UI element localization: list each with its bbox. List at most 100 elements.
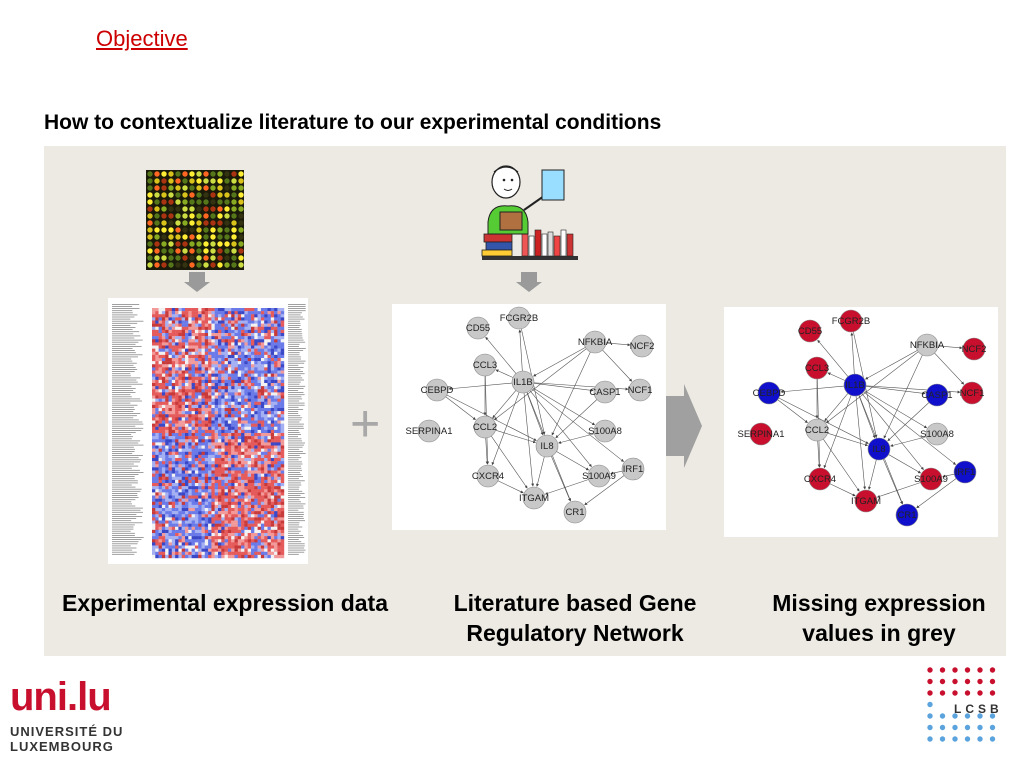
network-edge xyxy=(448,382,513,391)
network-edge xyxy=(858,395,876,439)
network-node xyxy=(839,309,863,333)
network-node-label: FCGR2B xyxy=(500,313,539,324)
network-node xyxy=(854,489,878,513)
network-edge xyxy=(485,336,517,374)
network-node xyxy=(417,419,441,443)
network-node-label: CASP1 xyxy=(921,390,952,401)
network-edge xyxy=(883,354,923,439)
network-node-label: S100A9 xyxy=(914,474,948,485)
network-node xyxy=(535,434,559,458)
network-node xyxy=(473,353,497,377)
network-edge xyxy=(824,393,849,422)
lcsb-dot xyxy=(927,678,933,685)
network-edge xyxy=(942,473,955,478)
network-node xyxy=(425,378,449,402)
network-edge xyxy=(887,402,930,442)
network-node xyxy=(960,381,984,405)
network-node-label: CEBPD xyxy=(753,388,786,399)
network-node xyxy=(749,422,773,446)
lcsb-dot xyxy=(927,713,933,719)
network-node-label: CCL3 xyxy=(805,363,829,374)
right-arrow-icon xyxy=(666,384,702,468)
network-node-label: CCL2 xyxy=(805,425,829,436)
lcsb-dot xyxy=(952,736,958,742)
network-edge xyxy=(826,351,919,423)
objective-title: Objective xyxy=(96,26,188,51)
lcsb-dot xyxy=(989,667,996,673)
network-node xyxy=(925,422,949,446)
network-node xyxy=(805,418,829,442)
network-node xyxy=(507,306,531,330)
network-edge xyxy=(778,397,869,444)
network-edge xyxy=(584,475,625,506)
lcsb-dot xyxy=(964,667,971,673)
down-arrow-icon xyxy=(184,272,210,292)
network-node-label: IRF1 xyxy=(955,467,976,478)
network-node-label: S100A8 xyxy=(588,426,622,437)
network-node xyxy=(563,500,587,524)
network-node xyxy=(757,381,781,405)
microarray-image xyxy=(146,170,244,270)
lcsb-dot xyxy=(989,678,996,685)
network-edge xyxy=(531,388,624,462)
university-name-line1: UNIVERSITÉ DU xyxy=(10,724,124,739)
lcsb-label: LCSB xyxy=(954,702,1003,716)
network-node-label: IL1B xyxy=(845,380,865,391)
network-edge xyxy=(558,433,595,444)
network-node-label: CCL3 xyxy=(473,360,497,371)
lcsb-dot xyxy=(964,713,971,719)
network-node-label: CEBPD xyxy=(421,385,454,396)
network-edge xyxy=(492,390,517,419)
network-node-label: CR1 xyxy=(565,507,584,518)
lcsb-dot xyxy=(939,690,946,696)
network-node-label: S100A8 xyxy=(920,429,954,440)
network-edge xyxy=(497,480,524,494)
network-node-label: CXCR4 xyxy=(472,471,504,482)
network-edge xyxy=(865,386,926,395)
lcsb-dot xyxy=(977,724,983,731)
network-edge xyxy=(937,345,963,350)
network-edge xyxy=(494,348,587,420)
network-edge xyxy=(555,399,598,439)
lcsb-dot xyxy=(977,667,983,673)
network-node xyxy=(630,334,654,358)
network-node xyxy=(476,464,500,488)
lcsb-dot xyxy=(927,701,933,708)
network-edge xyxy=(780,385,845,394)
lcsb-dot xyxy=(952,667,958,673)
network-edge xyxy=(864,390,928,429)
network-node xyxy=(953,460,977,484)
slide-subtitle: How to contextualize literature to our e… xyxy=(44,111,662,134)
network-node-label: IL1B xyxy=(513,377,533,388)
network-node-label: NCF2 xyxy=(630,341,655,352)
network-edge xyxy=(865,350,918,380)
lcsb-dot xyxy=(952,690,958,696)
network-edge xyxy=(934,352,965,385)
lcsb-logo: LCSB xyxy=(927,667,1003,742)
network-node-label: NCF1 xyxy=(960,388,985,399)
lcsb-dot xyxy=(964,690,971,696)
network-edge xyxy=(823,438,860,492)
network-node xyxy=(621,457,645,481)
network-node xyxy=(805,356,829,380)
network-node-label: S100A9 xyxy=(582,471,616,482)
caption-expression-data: Experimental expression data xyxy=(62,590,388,616)
network-node-label: CXCR4 xyxy=(804,474,836,485)
lcsb-dot xyxy=(989,736,996,742)
down-arrow-icon xyxy=(516,272,542,292)
network-edge xyxy=(883,459,903,505)
network-edge xyxy=(533,383,594,392)
network-node xyxy=(843,373,867,397)
network-edge xyxy=(868,459,877,490)
network-edge xyxy=(827,432,869,447)
network-node-label: CASP1 xyxy=(589,387,620,398)
network-edge xyxy=(551,351,591,436)
network-edge xyxy=(485,437,489,465)
lcsb-dot xyxy=(939,713,946,719)
network-node-label: CD55 xyxy=(798,326,822,337)
caption-literature-network: Literature based Gene Regulatory Network xyxy=(453,590,697,646)
lcsb-dot xyxy=(989,713,996,719)
plus-sign: + xyxy=(350,395,381,453)
